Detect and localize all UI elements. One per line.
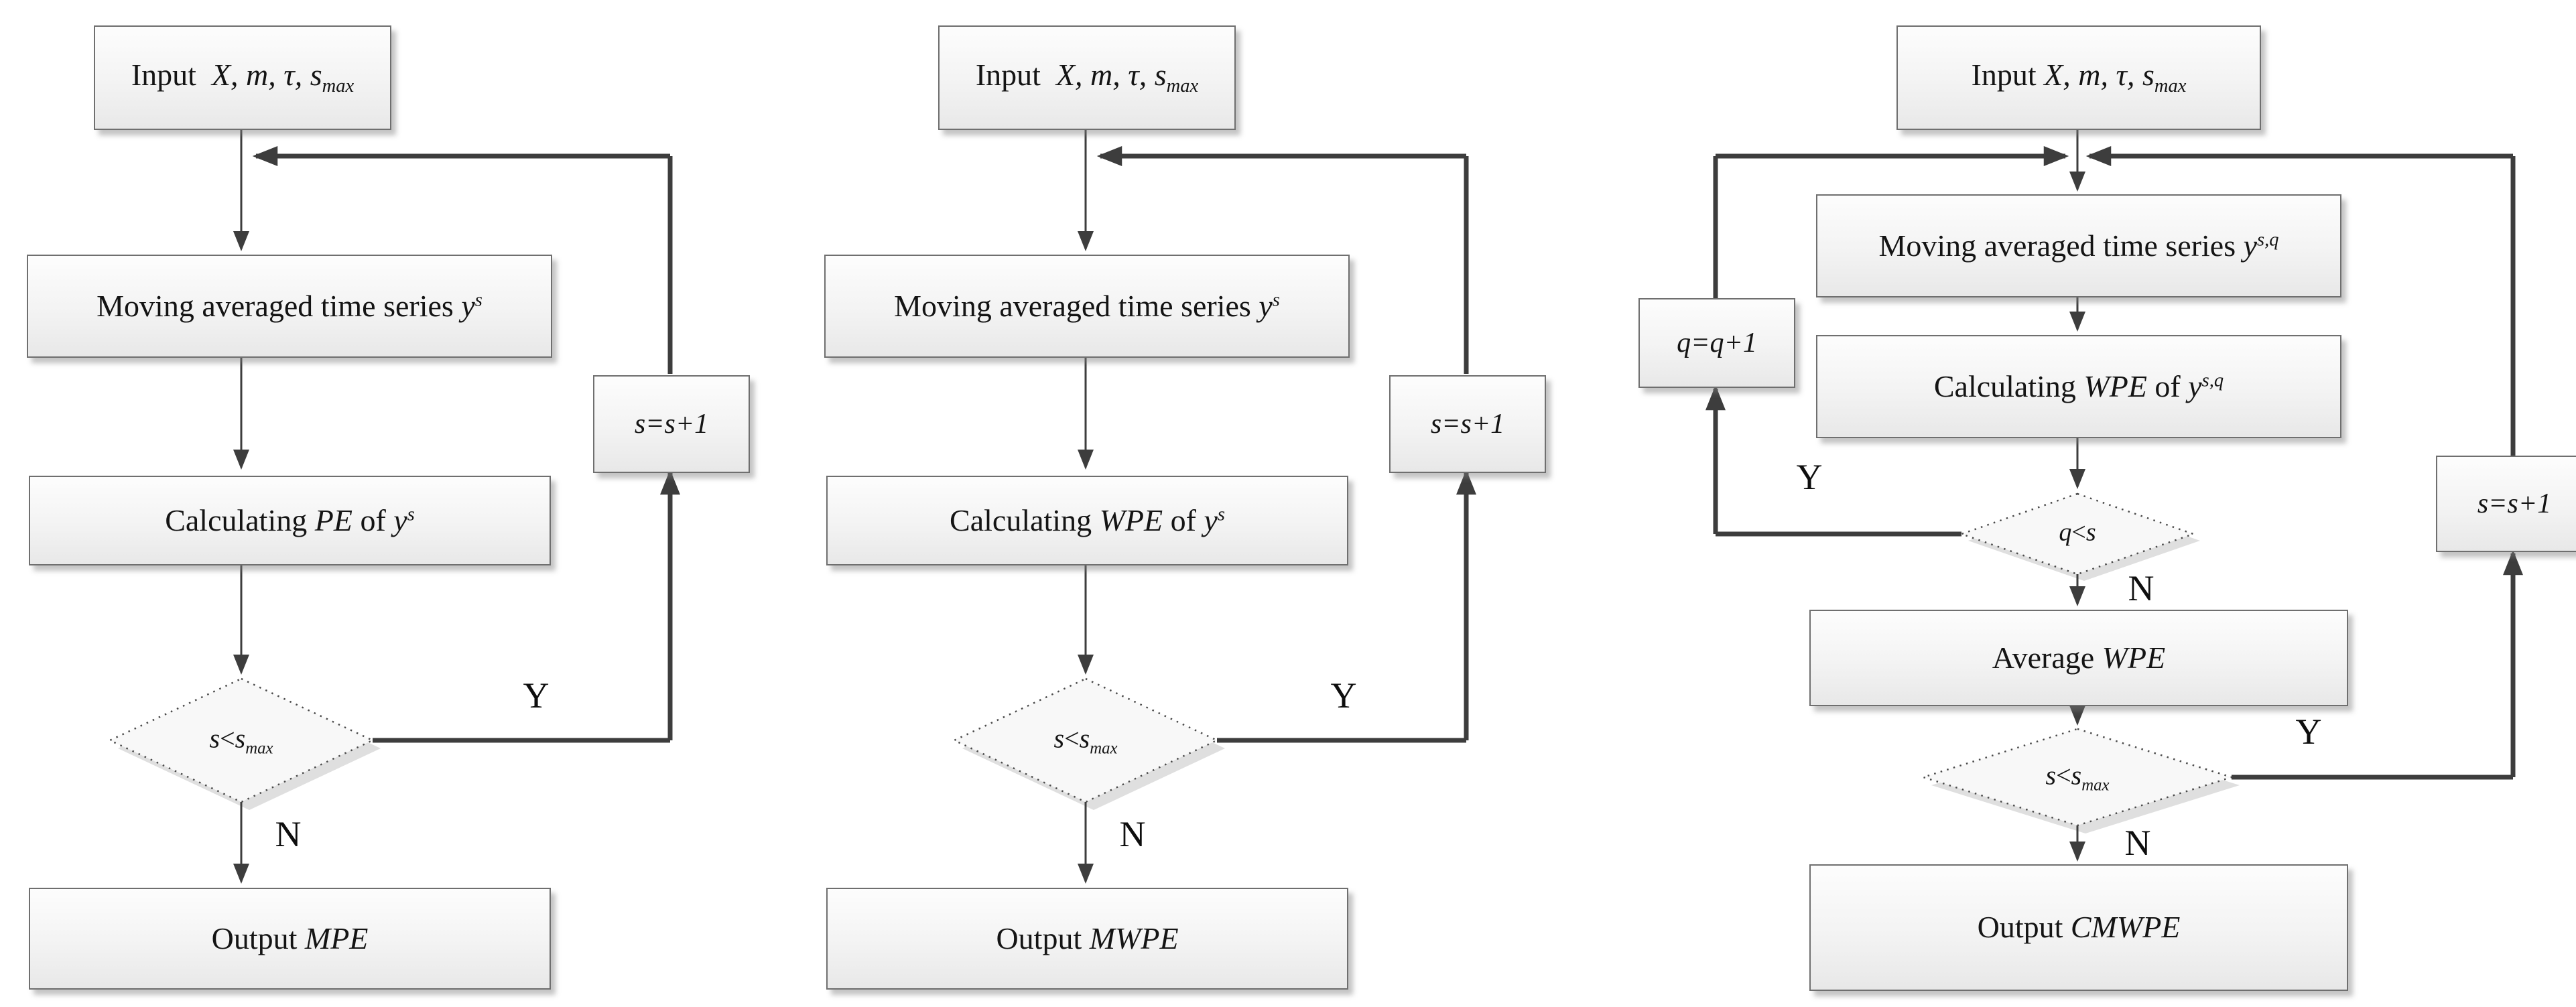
mpe-yes-label: Y <box>523 675 550 716</box>
cmwpe-average-node: Average WPE <box>1809 610 2348 706</box>
mwpe-decision-label: s<smax <box>1053 723 1118 758</box>
cmwpe-moving-average-node: Moving averaged time series ys,q <box>1816 194 2341 297</box>
mwpe-calculate-node: Calculating WPE of ys <box>826 476 1348 565</box>
cmwpe-moving-average-text: Moving averaged time series ys,q <box>1878 228 2279 263</box>
mpe-connectors <box>108 127 680 884</box>
mwpe-output-text: Output MWPE <box>996 921 1179 955</box>
cmwpe-calculate-text: Calculating WPE of ys,q <box>1933 368 2224 403</box>
mwpe-connectors <box>952 127 1476 884</box>
mpe-moving-average-node: Moving averaged time series ys <box>27 255 552 358</box>
mpe-decision-label: s<smax <box>209 723 273 758</box>
cmwpe-s-decision-label: s<smax <box>2045 760 2110 795</box>
mwpe-yes-label: Y <box>1330 675 1357 716</box>
mpe-decision-diamond <box>108 677 375 803</box>
mwpe-output-node: Output MWPE <box>826 888 1348 990</box>
mwpe-input-text: Input X, m, τ, smax <box>975 58 1199 97</box>
cmwpe-q-increment-node: q=q+1 <box>1638 298 1795 388</box>
cmwpe-q-decision-label: q<s <box>2059 518 2096 547</box>
mwpe-moving-average-node: Moving averaged time series ys <box>824 255 1350 358</box>
mwpe-decision-diamond <box>952 677 1219 803</box>
cmwpe-calculate-node: Calculating WPE of ys,q <box>1816 335 2341 438</box>
mpe-output-node: Output MPE <box>29 888 551 990</box>
mpe-calculate-node: Calculating PE of ys <box>29 476 551 565</box>
mpe-increment-node: s=s+1 <box>593 375 750 473</box>
cmwpe-q-yes-label: Y <box>1796 457 1823 497</box>
cmwpe-q-decision-diamond <box>1959 492 2196 576</box>
mpe-output-text: Output MPE <box>211 921 369 955</box>
cmwpe-input-node: Input X, m, τ, smax <box>1896 25 2261 130</box>
mwpe-no-label: N <box>1119 814 1146 854</box>
mpe-moving-average-text: Moving averaged time series ys <box>96 288 482 323</box>
cmwpe-input-text: Input X, m, τ, smax <box>1971 58 2187 97</box>
mwpe-increment-node: s=s+1 <box>1389 375 1546 473</box>
cmwpe-q-no-label: N <box>2128 568 2154 608</box>
mpe-input-node: Input X, m, τ, smax <box>94 25 391 130</box>
cmwpe-output-node: Output CMWPE <box>1809 864 2348 991</box>
cmwpe-connectors <box>1705 127 2523 862</box>
mwpe-input-node: Input X, m, τ, smax <box>938 25 1236 130</box>
mpe-input-text: Input X, m, τ, smax <box>131 58 355 97</box>
mwpe-calculate-text: Calculating WPE of ys <box>950 502 1225 537</box>
mpe-calculate-text: Calculating PE of ys <box>165 502 415 537</box>
mwpe-moving-average-text: Moving averaged time series ys <box>894 288 1280 323</box>
cmwpe-output-text: Output CMWPE <box>1977 910 2181 945</box>
cmwpe-average-text: Average WPE <box>1992 640 2166 675</box>
cmwpe-s-no-label: N <box>2124 823 2151 863</box>
mpe-no-label: N <box>275 814 302 854</box>
cmwpe-s-yes-label: Y <box>2295 712 2322 752</box>
cmwpe-increment-node: s=s+1 <box>2436 456 2576 552</box>
